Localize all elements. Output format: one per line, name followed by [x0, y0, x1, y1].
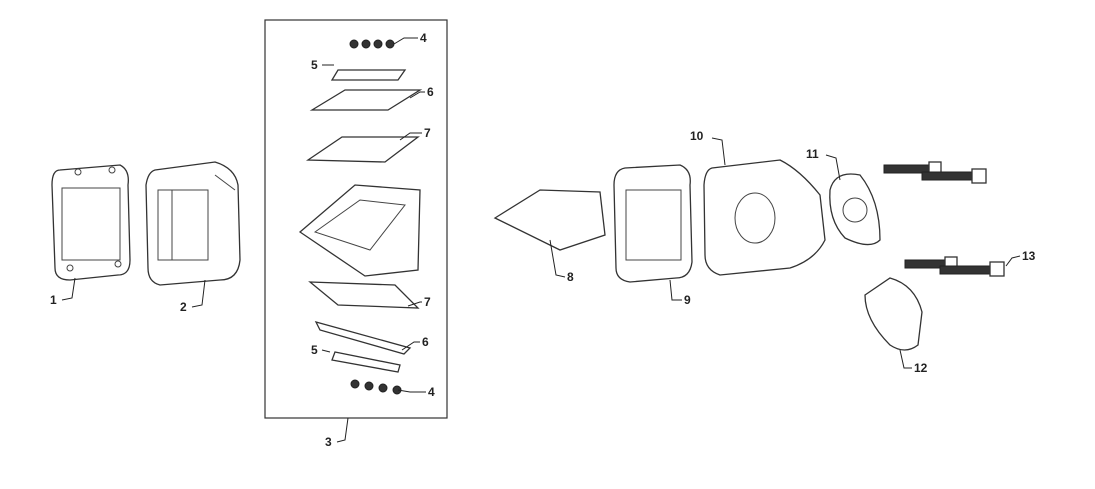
- callout-7-top: 7: [424, 126, 431, 140]
- callout-2: 2: [180, 300, 187, 314]
- part-3-contents: [298, 39, 423, 395]
- part-3-reed-assembly-box: [264, 19, 448, 419]
- callout-5-bottom: 5: [311, 343, 318, 357]
- reed-petal-top: [309, 89, 423, 111]
- part-11-gasket: [829, 173, 881, 246]
- part-12-plate: [864, 277, 923, 351]
- reed-plate-bottom: [308, 281, 420, 309]
- callout-12: 12: [914, 361, 928, 375]
- callout-7-bottom: 7: [424, 295, 431, 309]
- callout-labels: 1 2 3 4 5 6 7 7 6 5 4 8 9 10 11 12 13: [50, 31, 1036, 449]
- callout-9: 9: [684, 293, 691, 307]
- callout-11: 11: [806, 147, 819, 161]
- callout-6-bottom: 6: [422, 335, 429, 349]
- callout-5-top: 5: [311, 58, 318, 72]
- reed-cage: [298, 184, 421, 277]
- part-1-gasket: [51, 164, 131, 281]
- reed-plate-top: [305, 136, 420, 163]
- callout-4-bottom: 4: [428, 385, 435, 399]
- reed-stop-bottom: [331, 351, 401, 373]
- leader-lines: [61, 37, 1021, 443]
- reed-stop-top: [330, 69, 407, 81]
- part-13-bolts: [883, 161, 1005, 277]
- reed-petal-bottom: [314, 320, 412, 355]
- callout-10: 10: [690, 129, 704, 143]
- callout-3: 3: [325, 435, 332, 449]
- callout-8: 8: [567, 270, 574, 284]
- part-2-spacer: [145, 161, 241, 286]
- screws-top: [349, 39, 395, 49]
- part-10-manifold: [703, 159, 826, 276]
- callout-6-top: 6: [427, 85, 434, 99]
- screws-bottom: [350, 379, 402, 395]
- callout-13: 13: [1022, 249, 1036, 263]
- callout-1: 1: [50, 293, 57, 307]
- part-8-reed-valve: [493, 189, 606, 251]
- callout-4-top: 4: [420, 31, 427, 45]
- part-9-gasket: [613, 164, 693, 283]
